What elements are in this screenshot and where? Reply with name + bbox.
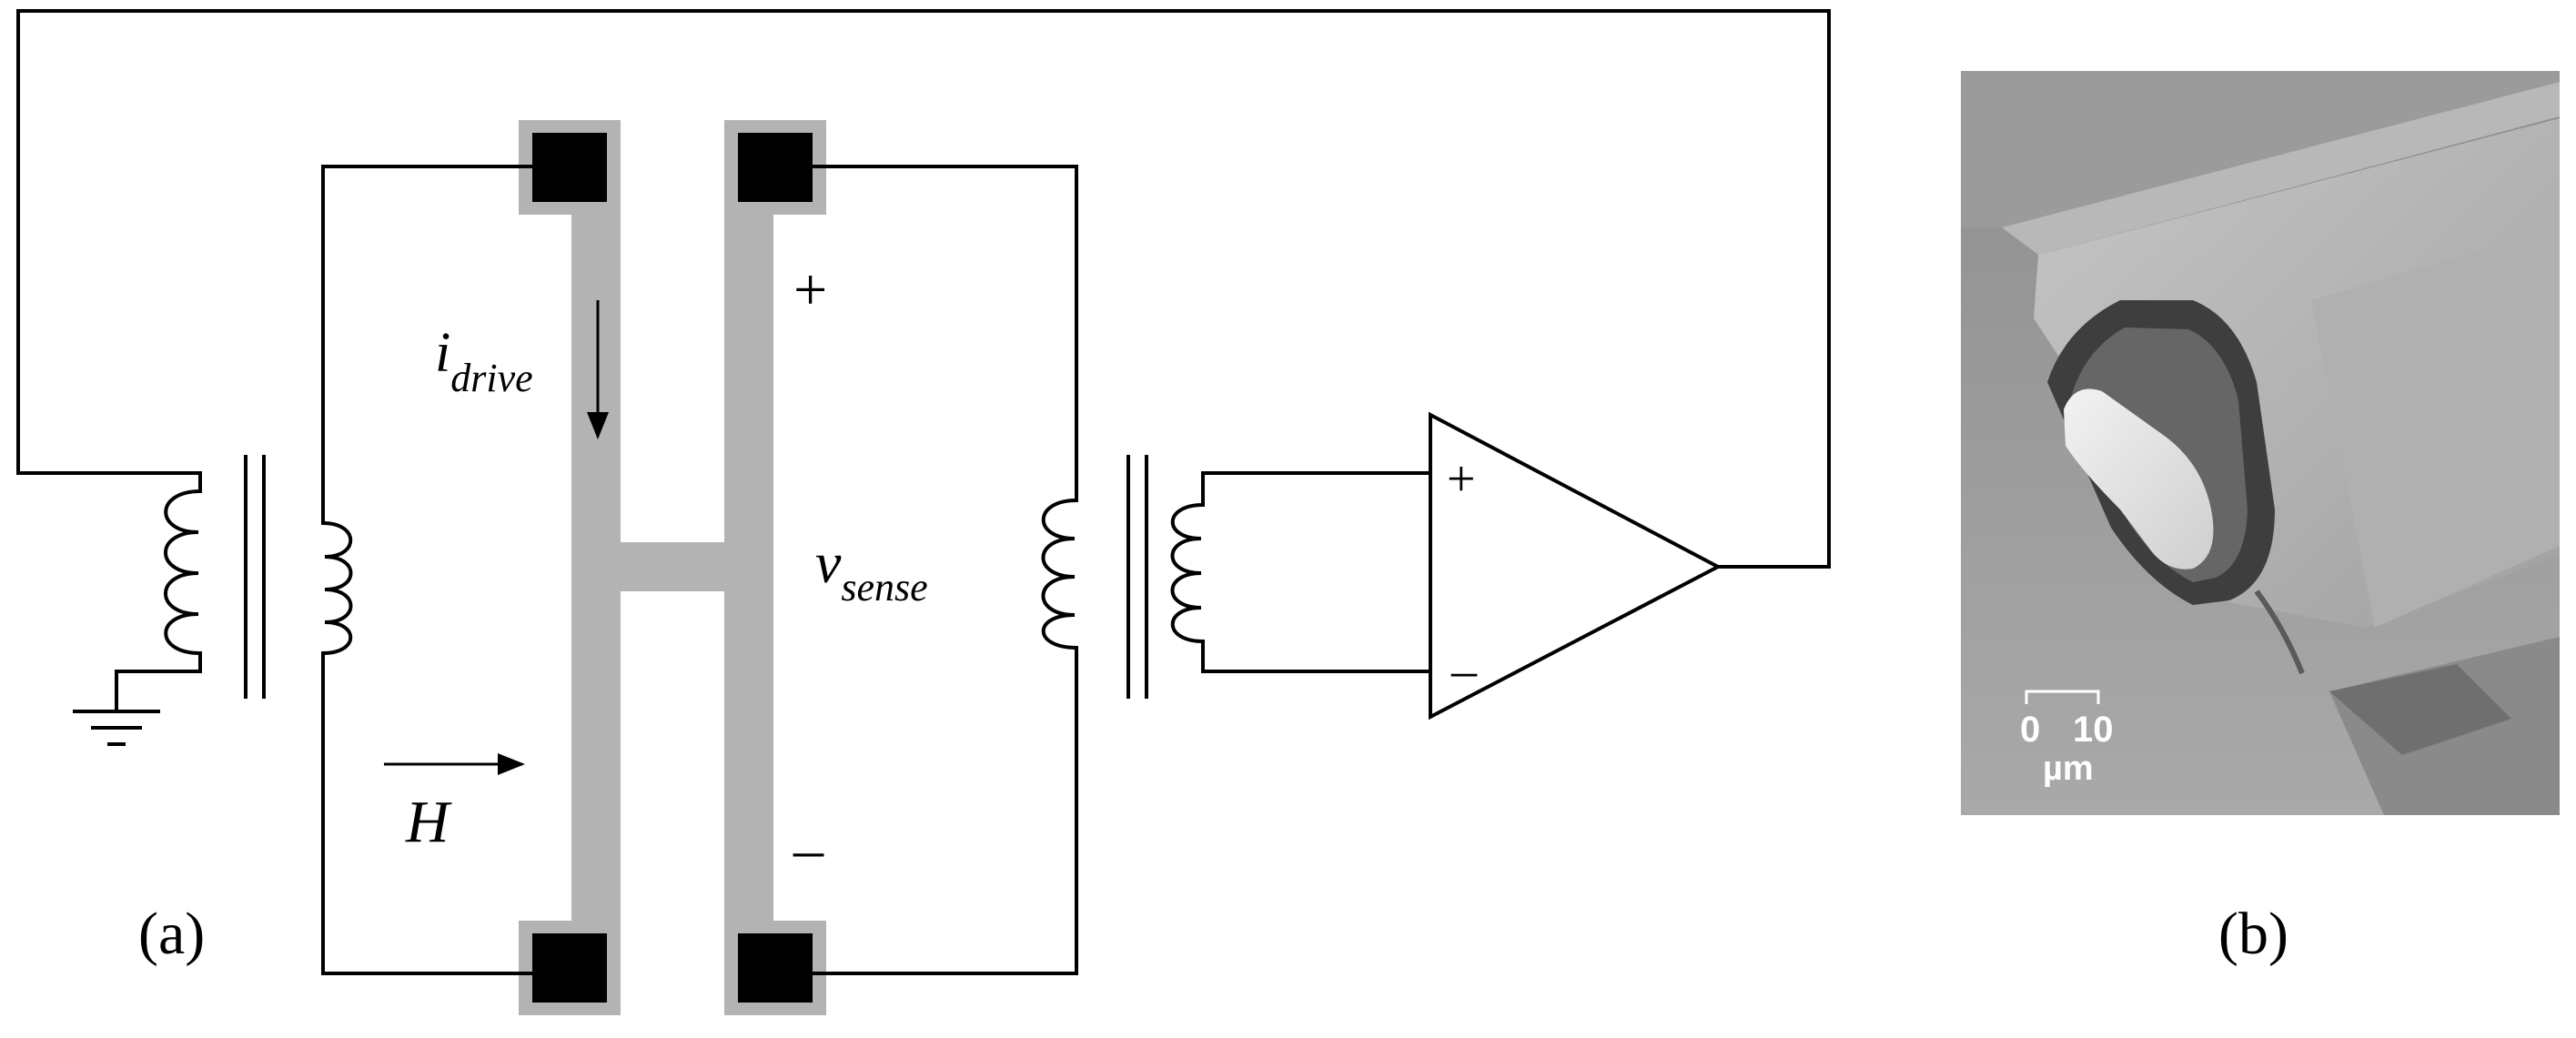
scale-bar-unit: µm: [2043, 750, 2094, 788]
scale-bar: 0 10 µm: [2020, 690, 2114, 788]
sample-blob: [2064, 388, 2214, 569]
amp-input-minus-wire: [1201, 640, 1432, 673]
micrograph-panel-b: 0 10 µm (b): [1961, 71, 2560, 967]
sense-wire-bottom: [811, 646, 1078, 975]
coil-secondary-right: [1170, 503, 1204, 643]
feedback-wire: [16, 9, 1831, 569]
panel-a-label: (a): [138, 901, 205, 967]
hall-bar: [571, 162, 773, 962]
field-label: H: [405, 789, 452, 855]
amp-minus-sign: –: [1450, 642, 1478, 699]
drive-wire-top: [321, 165, 534, 525]
sense-plus-sign: +: [793, 257, 827, 323]
sense-voltage-label: vsense: [815, 530, 928, 610]
coil-secondary-left: [322, 521, 353, 655]
hall-bar-right-leg: [724, 162, 773, 962]
drive-current-label: idrive: [435, 322, 533, 400]
circuit-panel-a: idrive vsense H + – + – (a): [16, 9, 1831, 1015]
amp-plus-sign: +: [1447, 451, 1476, 508]
contact-pads: [519, 120, 826, 1015]
hall-bar-left-leg: [571, 162, 621, 962]
amp-input-plus-wire: [1201, 471, 1432, 507]
transformer-right-icon: [1041, 455, 1204, 699]
ground-wire: [115, 651, 202, 711]
coil-primary-right: [1041, 499, 1077, 650]
coil-primary-left: [164, 473, 202, 655]
ground-icon: [73, 710, 160, 746]
wiring: [16, 9, 1831, 975]
drive-wire-bottom: [321, 651, 534, 975]
panel-b-label: (b): [2218, 901, 2288, 967]
transformer-left-icon: [164, 455, 353, 699]
differential-amplifier-icon: [1429, 411, 1722, 721]
scale-bar-start: 0: [2020, 710, 2040, 750]
sem-micrograph-image: [1961, 71, 2560, 815]
sense-wire-top: [811, 165, 1078, 502]
hall-bar-bridge: [621, 542, 724, 591]
sense-minus-sign: –: [793, 816, 824, 882]
scale-bar-end: 10: [2073, 710, 2114, 750]
